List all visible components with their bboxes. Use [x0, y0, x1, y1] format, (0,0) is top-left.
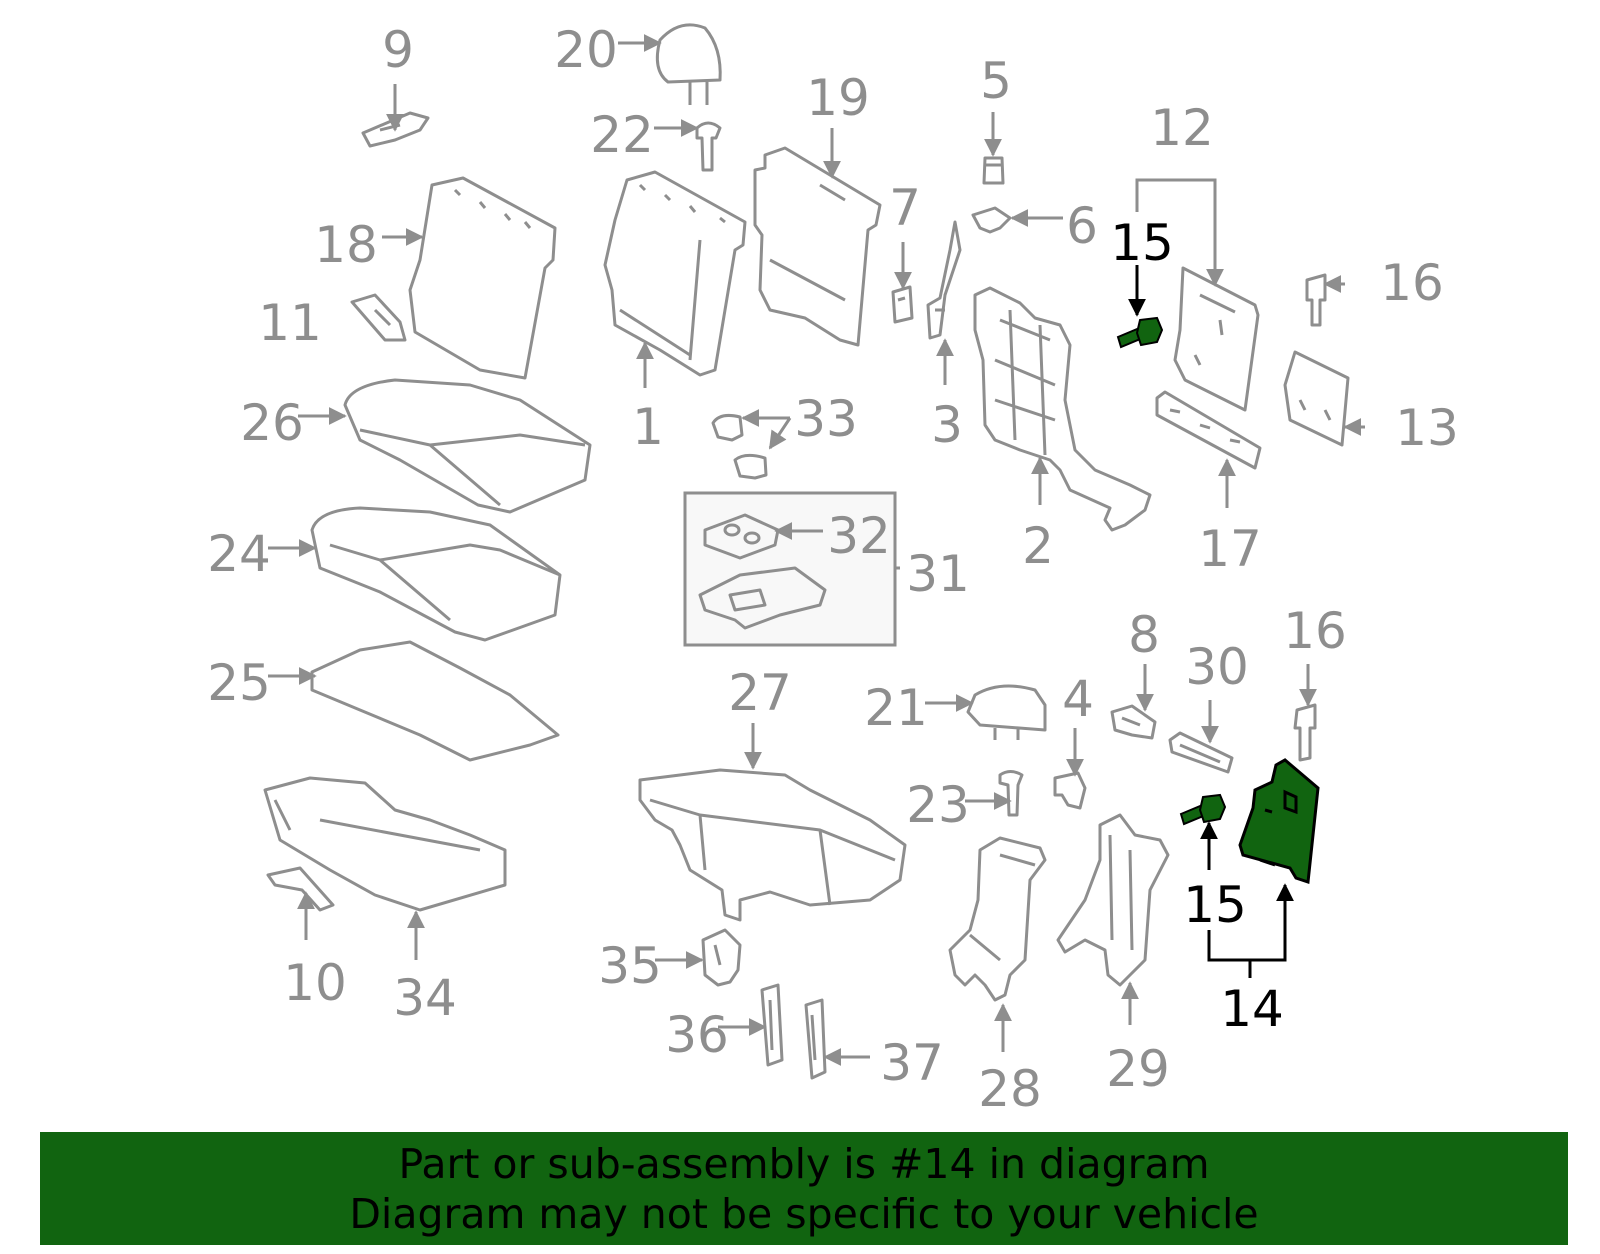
label-5: 5 [980, 52, 1012, 110]
label-30: 30 [1185, 638, 1249, 696]
part-35-bracket [701, 928, 742, 987]
label-32: 32 [827, 507, 891, 565]
label-23: 23 [906, 776, 970, 834]
part-33-buckle-lower [733, 453, 768, 480]
label-16-lower: 16 [1283, 602, 1347, 660]
part-21-armrest [966, 684, 1047, 740]
part-5-cap [982, 156, 1005, 185]
label-24: 24 [207, 525, 271, 583]
label-15-lower: 15 [1183, 876, 1247, 934]
part-14-cover-highlighted [1238, 758, 1320, 885]
part-16b-clip [1293, 703, 1317, 762]
label-26: 26 [240, 394, 304, 452]
label-9: 9 [382, 21, 414, 79]
label-22: 22 [590, 106, 654, 164]
banner-line-1: Part or sub-assembly is #14 in diagram [398, 1139, 1210, 1188]
label-7: 7 [889, 179, 921, 237]
label-10: 10 [283, 954, 347, 1012]
part-8-bezel [1110, 704, 1157, 740]
label-33: 33 [794, 390, 858, 448]
label-6: 6 [1066, 197, 1098, 255]
label-12: 12 [1150, 99, 1214, 157]
label-8: 8 [1128, 606, 1160, 664]
part-4-latch [1053, 771, 1087, 810]
label-20: 20 [554, 21, 618, 79]
part-17-trim-strip [1155, 390, 1262, 470]
part-1-seatback [603, 170, 747, 377]
label-25: 25 [207, 654, 271, 712]
part-34-tray [263, 776, 507, 912]
label-18: 18 [314, 216, 378, 274]
part-36-strip [760, 983, 784, 1067]
info-banner: Part or sub-assembly is #14 in diagram D… [40, 1132, 1568, 1245]
part-11-hinge [350, 293, 407, 342]
part-2-seat-frame [973, 286, 1152, 532]
part-32-insert [703, 513, 780, 560]
part-15-bolt-lower [1179, 793, 1227, 826]
part-7-bezel [891, 285, 914, 324]
part-13-plate [1283, 350, 1350, 447]
part-26-cushion-cover [343, 378, 592, 514]
part-31-housing [698, 566, 827, 630]
part-24-cushion-pad [310, 506, 562, 642]
label-34: 34 [393, 969, 457, 1027]
part-19-frame-panel [753, 146, 882, 347]
part-25-pad [310, 640, 560, 762]
label-36: 36 [665, 1006, 729, 1064]
label-31: 31 [906, 545, 970, 603]
label-28: 28 [978, 1060, 1042, 1118]
label-16-upper: 16 [1380, 254, 1444, 312]
part-20-headrest [655, 23, 722, 105]
label-4: 4 [1062, 670, 1094, 728]
label-17: 17 [1198, 520, 1262, 578]
part-3-lock [926, 220, 962, 340]
part-10-clip [266, 866, 335, 912]
part-18-back-cover [408, 176, 557, 380]
part-12-cover-panel [1173, 266, 1260, 412]
label-13: 13 [1395, 399, 1459, 457]
label-37: 37 [880, 1034, 944, 1092]
part-22-guide [695, 121, 722, 172]
part-23-pin [998, 770, 1024, 817]
part-28-support [948, 836, 1047, 1002]
part-6-clip [971, 206, 1012, 234]
part-29-support [1056, 813, 1170, 987]
label-19: 19 [806, 69, 870, 127]
label-3: 3 [931, 396, 963, 454]
label-14: 14 [1220, 980, 1284, 1038]
part-27-cushion-frame [638, 768, 907, 922]
part-30-bezel [1168, 731, 1234, 774]
label-21: 21 [864, 679, 928, 737]
part-16a-clip [1305, 273, 1327, 327]
part-33-buckle-upper [711, 414, 744, 442]
label-2: 2 [1022, 517, 1054, 575]
label-27: 27 [728, 664, 792, 722]
banner-line-2: Diagram may not be specific to your vehi… [349, 1189, 1259, 1238]
label-15-upper: 15 [1110, 214, 1174, 272]
part-37-strip [804, 998, 827, 1080]
label-11: 11 [258, 294, 322, 352]
part-15-bolt-upper [1116, 316, 1164, 349]
label-29: 29 [1106, 1040, 1170, 1098]
label-35: 35 [598, 937, 662, 995]
label-1: 1 [632, 398, 664, 456]
